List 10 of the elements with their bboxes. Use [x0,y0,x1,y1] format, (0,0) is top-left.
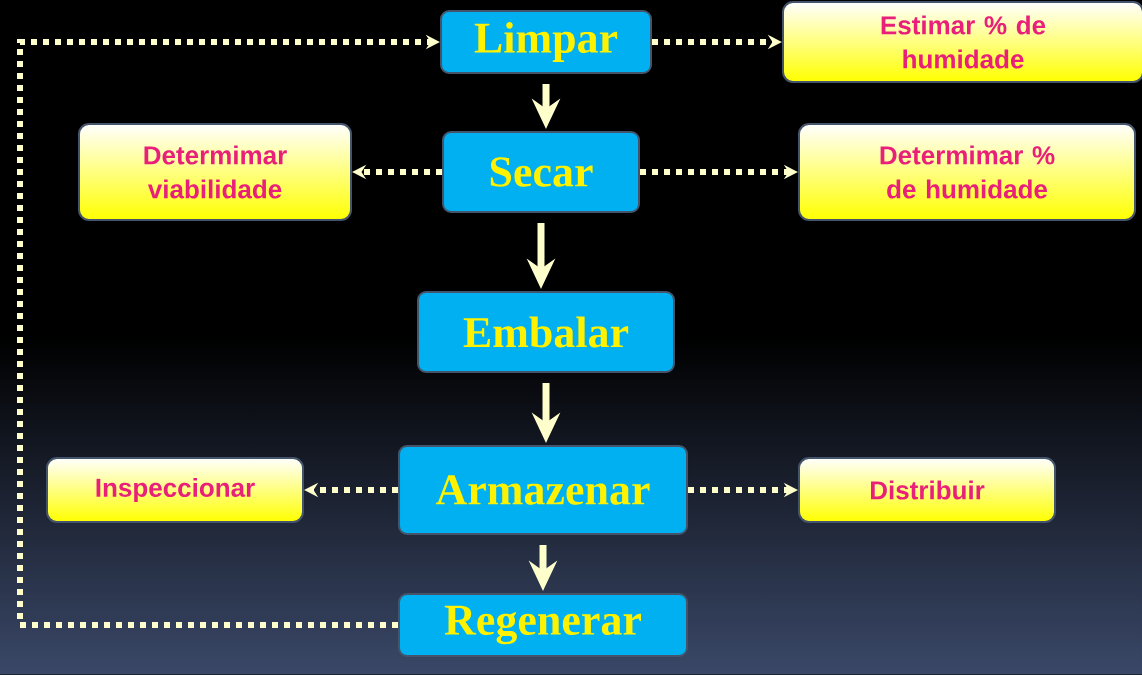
step-box: Armazenar [398,445,688,535]
step-box: Regenerar [398,593,688,657]
task-box: Estimar % de humidade [782,1,1142,83]
step-box: Limpar [440,10,652,74]
task-box: Distribuir [798,457,1056,523]
step-box: Secar [442,131,640,213]
task-box: Determimar % de humidade [798,123,1136,221]
task-box: Determimar viabilidade [78,123,352,221]
step-box: Embalar [417,291,675,373]
task-box: Inspeccionar [46,457,304,523]
